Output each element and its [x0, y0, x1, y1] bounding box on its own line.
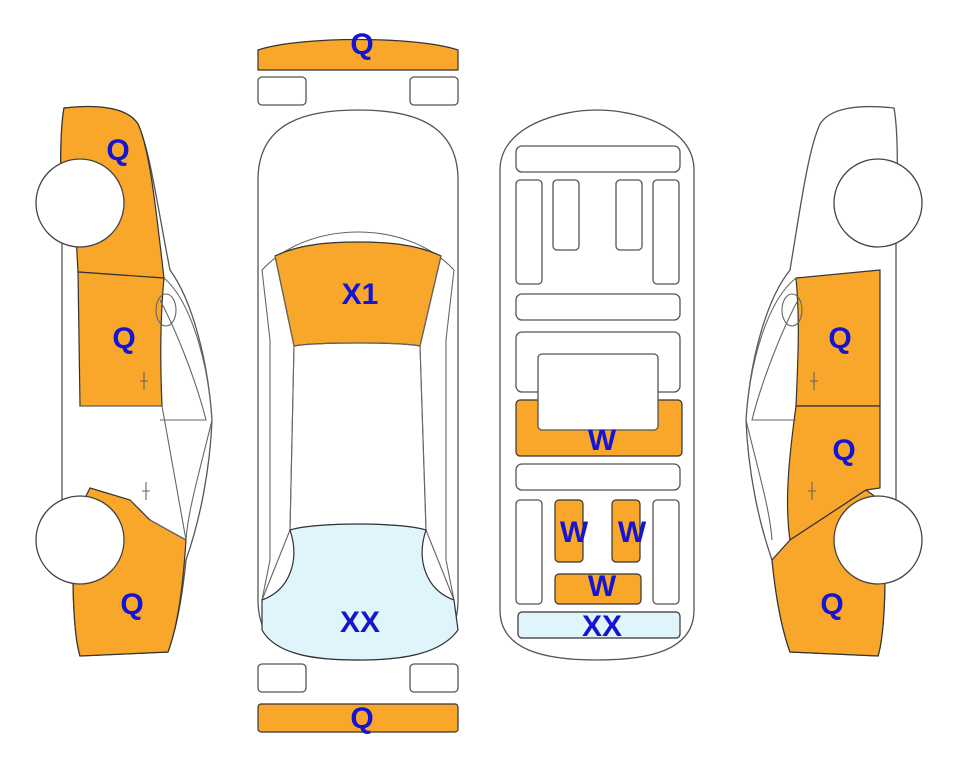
- underbody-rear-right-panel: [611, 499, 641, 563]
- underbody-rear-right-label: W: [618, 516, 647, 549]
- left-front-fender-label: Q: [106, 134, 129, 167]
- top-right-pillar-line: [445, 269, 455, 601]
- left-side-glass-line: [159, 299, 207, 421]
- right-rear-quarter-label: Q: [820, 588, 843, 621]
- top-view: Q X1 XX Q: [257, 28, 459, 735]
- top-front-left-lamp: [257, 76, 307, 106]
- left-front-door-handle: [140, 372, 148, 390]
- underbody-rear-lamp-label: XX: [582, 610, 622, 643]
- left-front-wheel: [35, 158, 125, 248]
- left-mirror: [155, 293, 177, 327]
- top-front-bumper-label: Q: [350, 28, 373, 61]
- top-left-pillar-line: [261, 269, 271, 601]
- right-rear-door-handle: [808, 482, 816, 500]
- underbody-crossmember-front: [515, 293, 681, 321]
- top-rear-bumper-label: Q: [350, 702, 373, 735]
- top-rear-left-lamp: [257, 663, 307, 693]
- top-hood-line: [261, 231, 455, 271]
- right-mirror: [781, 293, 803, 327]
- left-rear-wheel: [35, 495, 125, 585]
- top-windshield-label: X1: [342, 278, 379, 311]
- left-side-view: Q Q Q: [35, 105, 213, 657]
- top-front-bumper-panel: [257, 38, 459, 71]
- top-left-window-line: [261, 255, 295, 601]
- top-rear-right-lamp: [409, 663, 459, 693]
- underbody-rear-lamp-panel: [517, 611, 681, 639]
- right-front-door-handle: [810, 372, 818, 390]
- left-side-window-line: [163, 277, 213, 541]
- underbody-crossmember-rear: [515, 463, 681, 491]
- right-front-wheel: [833, 158, 923, 248]
- right-front-door-label: Q: [828, 322, 851, 355]
- top-rear-glass-label: XX: [340, 606, 380, 639]
- left-front-door-label: Q: [112, 322, 135, 355]
- right-side-glass-line: [751, 299, 799, 421]
- right-rear-door-label: Q: [832, 434, 855, 467]
- top-rear-bumper-panel: [257, 703, 459, 733]
- underbody-rear-left-panel: [554, 499, 584, 563]
- left-rear-quarter-label: Q: [120, 588, 143, 621]
- underbody-front-left-cell: [552, 179, 580, 251]
- right-rear-wheel: [833, 495, 923, 585]
- underbody-rear-left-rail: [515, 499, 543, 605]
- underbody-rear-cross-label: W: [588, 570, 617, 603]
- left-rear-door-handle: [142, 482, 150, 500]
- underbody-view: W W W W XX: [499, 109, 695, 661]
- underbody-center-tank: [537, 353, 659, 431]
- left-side-rear-door-line: [149, 405, 187, 542]
- underbody-rear-right-rail: [652, 499, 680, 605]
- underbody-front-left-rail: [515, 179, 543, 285]
- underbody-front-panel: [515, 145, 681, 173]
- top-front-right-lamp: [409, 76, 459, 106]
- underbody-front-right-rail: [652, 179, 680, 285]
- right-side-window-line: [745, 277, 797, 541]
- top-right-window-line: [419, 255, 455, 601]
- right-side-view: Q Q Q: [745, 105, 923, 657]
- underbody-center-label: W: [588, 424, 617, 457]
- underbody-front-right-cell: [615, 179, 643, 251]
- top-rear-glass-panel: [261, 523, 459, 661]
- underbody-rear-left-label: W: [560, 516, 589, 549]
- underbody-rear-cross-panel: [554, 573, 642, 605]
